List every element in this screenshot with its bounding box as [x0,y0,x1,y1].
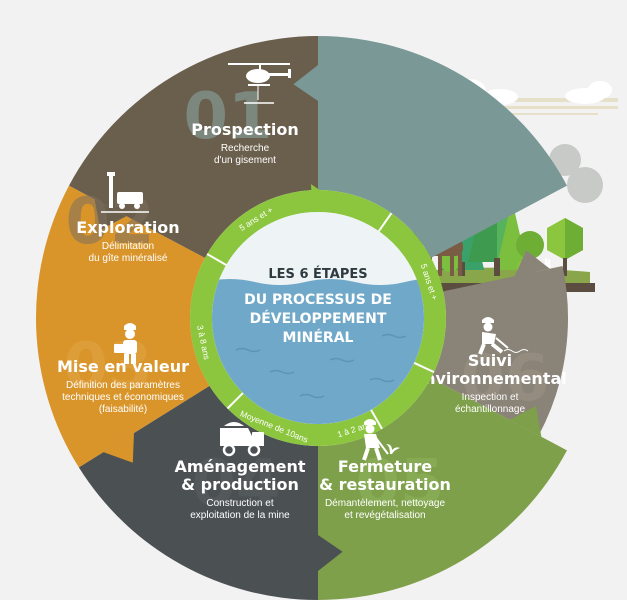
ring-separator [377,212,393,232]
segment-shape-03 [35,185,210,468]
worker-sampling-icon [478,317,529,355]
stage-description: Délimitation [102,241,154,252]
ring-arrow [310,184,339,219]
stage-title-line-2: environnemental [413,369,567,388]
segment-arrow-01 [293,65,318,101]
stage-title: Fermeture [338,457,432,476]
segment-arrow-06 [514,250,550,277]
stage-description: techniques et économiques [62,392,184,403]
stage-description: du gîte minéralisé [89,253,168,264]
segment-arrow-04 [318,535,343,571]
stage-description: (faisabilité) [99,404,147,415]
engineer-icon [114,323,137,364]
segment-05 [318,378,567,600]
stage-title-line-2: & production [181,475,299,494]
segment-shape-05 [318,378,567,600]
segment-03 [35,185,210,468]
stage-description: Démantèlement, nettoyage [325,498,446,509]
stage-description: Recherche [221,143,270,154]
stage-number: 04 [191,447,280,521]
segment-arrow-05 [509,406,542,437]
center-title-line-3: MINÉRAL [283,329,354,346]
stage-description: d'un gisement [214,155,276,166]
stage-number: 03 [63,330,152,404]
stage-title: Prospection [191,120,298,139]
segment-arrow-02 [94,199,127,230]
stage-number: 05 [355,447,444,521]
water [212,279,424,424]
drill-rig-icon [101,172,149,213]
stage-title: Suivi [468,351,512,370]
center-title-line-2: DÉVELOPPEMENT [250,310,387,327]
stage-description: échantillonnage [455,404,525,415]
segment-arrow-03 [103,432,134,463]
ring-separator [226,392,244,410]
mining-truck-icon [220,422,264,457]
helicopter-icon [228,63,291,104]
ring-separator [206,253,227,266]
segment-shape-01 [318,36,567,258]
stage-description: Définition des paramètres [66,380,180,391]
stage-description: Construction et [206,498,273,509]
stage-title: Aménagement [175,457,306,476]
center-heading: LES 6 ÉTAPES [268,266,367,282]
stage-description: Inspection et [462,392,519,403]
stage-description: et revégétalisation [344,510,425,521]
segment-01 [293,36,567,258]
stage-title-line-2: & restauration [319,475,451,494]
stage-description: exploitation de la mine [190,510,290,521]
stage-title: Exploration [76,218,179,237]
stage-number: 06 [460,342,549,416]
center-title-line-1: DU PROCESSUS DE [244,292,392,308]
worker-planting-icon [362,419,400,461]
ring-separator [370,409,383,430]
stage-title: Mise en valeur [57,357,189,376]
ring-separator [413,361,435,374]
center-disc: LES 6 ÉTAPES DU PROCESSUS DE DÉVELOPPEME… [212,212,424,424]
